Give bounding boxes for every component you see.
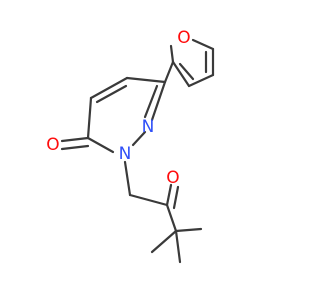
bond-furan-c5-o: [191, 38, 215, 51]
bond-ketone-c-o-double: [172, 185, 180, 210]
bond-n1-c6-double: [143, 84, 159, 119]
bond-c6-c5: [125, 76, 167, 84]
bond-n2-n1: [131, 130, 147, 147]
bond-ketone-c-o: [165, 183, 173, 207]
bond-c5-c4-double: [95, 84, 128, 104]
bond-furan-o-c2: [169, 44, 175, 64]
bond-furan-c2-c3-double: [178, 62, 195, 81]
bond-ketone-c-tbu: [165, 203, 178, 233]
bond-n2-ch2: [123, 160, 132, 197]
bond-tbu-me-c: [174, 229, 182, 264]
bond-furan-c3-c4: [187, 73, 215, 88]
bond-c5-c4: [89, 76, 129, 100]
structure-diagram: O N N O O: [46, 28, 215, 264]
bond-n1-c6: [150, 80, 167, 122]
atom-label-furan-oxygen: O: [177, 28, 190, 48]
atom-label-layer: O N N O O: [46, 28, 190, 188]
bond-c3-o-ring-double: [60, 144, 90, 151]
bond-furan-c2-c3: [171, 60, 191, 88]
bond-c3-n2: [86, 136, 115, 154]
bond-ch2-ketone-c: [128, 193, 169, 207]
bond-tbu-me-b: [174, 227, 203, 233]
atom-label-ketone-oxygen: O: [166, 168, 179, 188]
molecule-canvas: O N N O O: [46, 28, 215, 264]
bond-tbu-me-a: [150, 229, 178, 254]
atom-label-ring-nitrogen-lower: N: [119, 144, 132, 164]
bond-layer: [60, 38, 215, 264]
bond-furan-pyridazine-link: [163, 60, 175, 84]
bond-c3-o-ring: [60, 136, 90, 143]
bond-c4-c3: [86, 96, 93, 140]
atom-label-ring-carbonyl-oxygen: O: [46, 135, 59, 155]
atom-label-ring-nitrogen-upper: N: [142, 117, 155, 137]
